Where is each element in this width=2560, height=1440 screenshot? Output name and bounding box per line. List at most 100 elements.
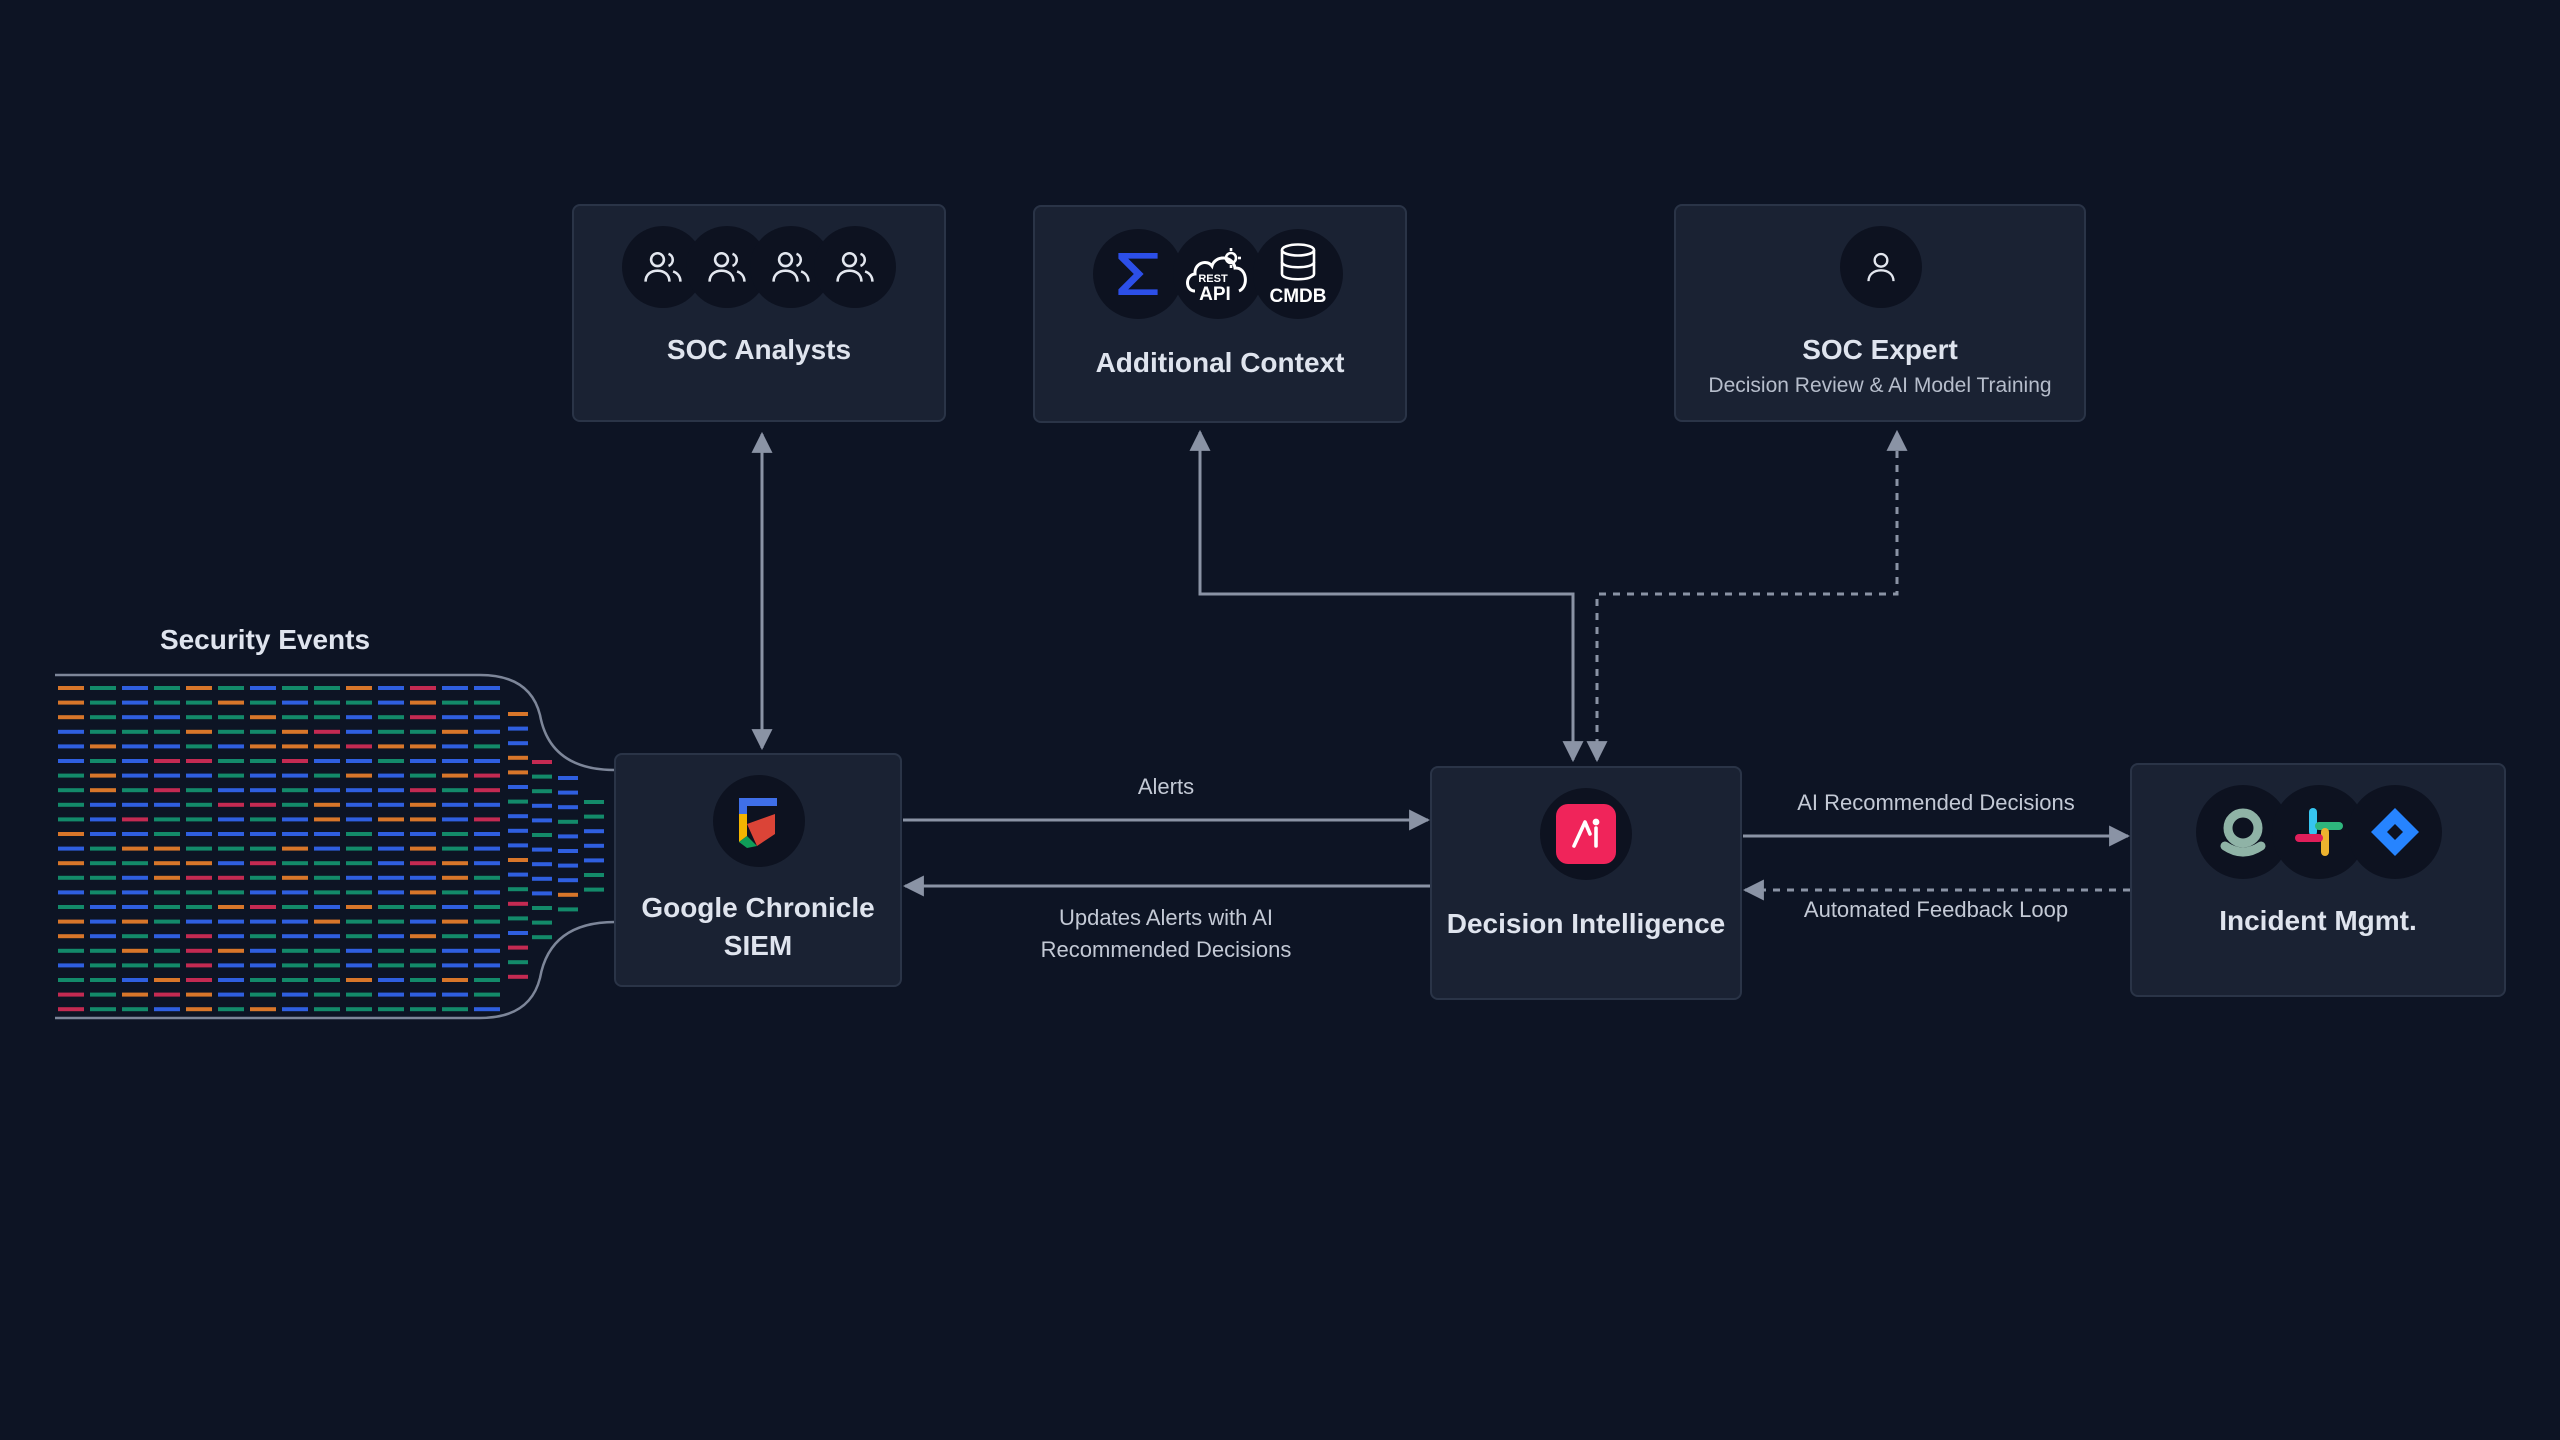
event-bar	[314, 905, 340, 909]
event-bar	[218, 934, 244, 939]
event-bar	[474, 919, 500, 924]
event-bar	[378, 992, 404, 997]
ai-logo-icon	[1540, 788, 1632, 880]
event-bar	[218, 729, 244, 734]
soc-expert-subtitle: Decision Review & AI Model Training	[1708, 374, 2052, 397]
event-bar	[218, 992, 244, 997]
event-bar	[122, 802, 148, 807]
event-bar	[410, 875, 436, 880]
event-bar	[250, 992, 276, 997]
event-bar	[282, 759, 308, 763]
event-bar	[558, 849, 578, 853]
event-bar	[314, 890, 340, 895]
event-bar	[154, 817, 180, 822]
event-bar	[558, 790, 578, 795]
event-bar	[410, 905, 436, 909]
event-bar	[58, 992, 84, 997]
event-bar	[378, 773, 404, 778]
event-bar	[314, 992, 340, 997]
event-bar	[558, 863, 578, 868]
event-bar	[282, 890, 308, 895]
event-bar	[378, 744, 404, 749]
event-bar	[474, 934, 500, 939]
event-bar	[186, 802, 212, 807]
event-bar	[508, 843, 528, 848]
soc-analysts-card[interactable]: SOC Analysts	[572, 204, 946, 422]
incident-mgmt-card[interactable]: Incident Mgmt.	[2130, 763, 2506, 997]
users-icon	[622, 226, 704, 308]
event-bar	[58, 875, 84, 880]
security-event-stream	[58, 686, 604, 1012]
event-bar	[378, 788, 404, 793]
event-bar	[410, 715, 436, 720]
event-bar	[442, 686, 468, 690]
soc-expert-card[interactable]: SOC Expert Decision Review & AI Model Tr…	[1674, 204, 2086, 422]
event-bar	[474, 759, 500, 763]
event-bar	[218, 861, 244, 866]
rest-api-badge-top: REST	[1198, 273, 1228, 285]
event-bar	[154, 890, 180, 895]
updates-label-line2: Recommended Decisions	[1040, 937, 1292, 962]
events-funnel-outline	[55, 673, 616, 772]
event-bar	[58, 948, 84, 953]
event-bar	[314, 817, 340, 822]
event-bar	[58, 788, 84, 793]
event-bar	[250, 978, 276, 982]
event-bar	[584, 887, 604, 892]
event-bar	[122, 978, 148, 982]
event-bar	[90, 759, 116, 763]
event-bar	[154, 992, 180, 997]
event-bar	[122, 861, 148, 866]
event-bar	[186, 773, 212, 778]
event-bar	[410, 802, 436, 807]
event-bar	[378, 963, 404, 968]
event-bar	[442, 759, 468, 763]
event-bar	[474, 992, 500, 997]
event-bar	[442, 963, 468, 968]
event-bar	[508, 858, 528, 862]
decision-intelligence-card[interactable]: Decision Intelligence	[1430, 766, 1742, 1000]
siem-title: Google Chronicle SIEM	[616, 889, 900, 965]
event-bar	[410, 817, 436, 822]
event-bar	[314, 744, 340, 749]
event-bar	[508, 901, 528, 906]
event-bar	[154, 978, 180, 982]
event-bar	[532, 876, 552, 881]
event-bar	[154, 905, 180, 909]
event-bar	[250, 700, 276, 705]
event-bar	[58, 905, 84, 909]
event-bar	[314, 832, 340, 836]
event-bar	[122, 759, 148, 763]
additional-context-card[interactable]: REST API CMDB Additional Context	[1033, 205, 1407, 423]
event-bar	[584, 800, 604, 804]
event-bar	[442, 744, 468, 749]
event-bar	[186, 905, 212, 909]
event-bar	[378, 1007, 404, 1012]
rest-api-icon: REST API	[1173, 229, 1263, 319]
event-bar	[90, 963, 116, 968]
event-bar	[442, 802, 468, 807]
event-bar	[154, 744, 180, 749]
event-bar	[186, 963, 212, 968]
google-chronicle-siem-card[interactable]: Google Chronicle SIEM	[614, 753, 902, 987]
event-bar	[282, 846, 308, 851]
event-bar	[314, 729, 340, 734]
event-bar	[90, 700, 116, 705]
event-bar	[346, 1007, 372, 1012]
event-bar	[282, 817, 308, 822]
event-bar	[90, 729, 116, 734]
event-bar	[122, 948, 148, 953]
additional-context-title: Additional Context	[1095, 347, 1345, 378]
event-bar	[532, 818, 552, 823]
event-bar	[558, 907, 578, 912]
event-bar	[218, 919, 244, 924]
event-bar	[346, 934, 372, 939]
security-events-label: Security Events	[159, 624, 371, 655]
event-bar	[218, 686, 244, 690]
event-bar	[442, 890, 468, 895]
event-bar	[558, 834, 578, 839]
event-bar	[314, 861, 340, 866]
event-bar	[122, 875, 148, 880]
event-bar	[346, 700, 372, 705]
